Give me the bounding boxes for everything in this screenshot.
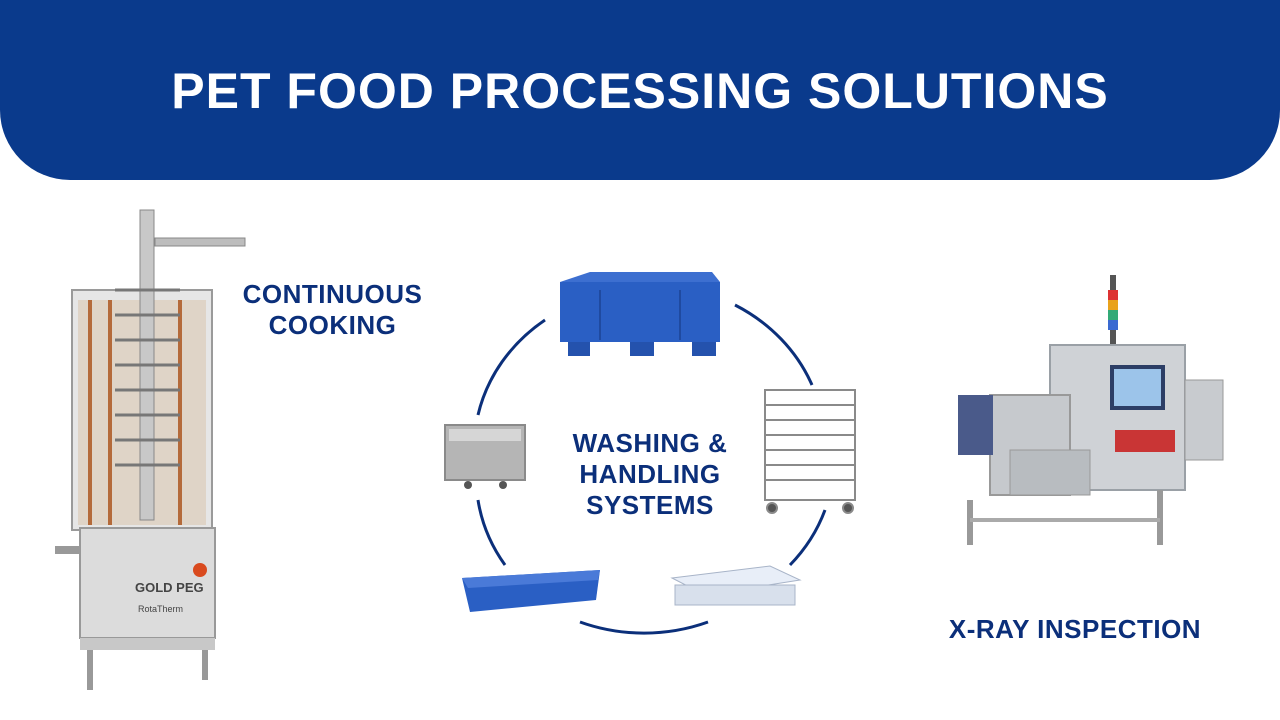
page-title: PET FOOD PROCESSING SOLUTIONS: [171, 63, 1109, 119]
pallet-box-image: [560, 272, 720, 356]
cooking-label-line1: CONTINUOUS: [242, 279, 423, 309]
washing-label-line3: SYSTEMS: [586, 490, 714, 520]
washing-label-line2: HANDLING: [579, 459, 721, 489]
plastic-pallet-image: [670, 565, 802, 606]
cooker-brand-text: GOLD PEG: [135, 580, 204, 595]
washing-label-line1: WASHING &: [572, 428, 728, 458]
continuous-cooker-image: GOLD PEG RotaTherm: [55, 209, 246, 690]
cycle-ring: [476, 303, 827, 635]
xray-label: X-RAY INSPECTION: [948, 614, 1202, 644]
stainless-tub-image: [444, 424, 526, 489]
header-banner: [0, 0, 1280, 180]
washing-label: WASHING & HANDLING SYSTEMS: [560, 428, 740, 521]
tray-rack-image: [764, 389, 856, 514]
xray-machine-image: [958, 275, 1224, 545]
cooking-label: CONTINUOUS COOKING: [225, 279, 440, 341]
cooking-label-line2: COOKING: [268, 310, 397, 340]
cooker-model-text: RotaTherm: [138, 604, 183, 614]
blue-crate-image: [462, 570, 600, 612]
